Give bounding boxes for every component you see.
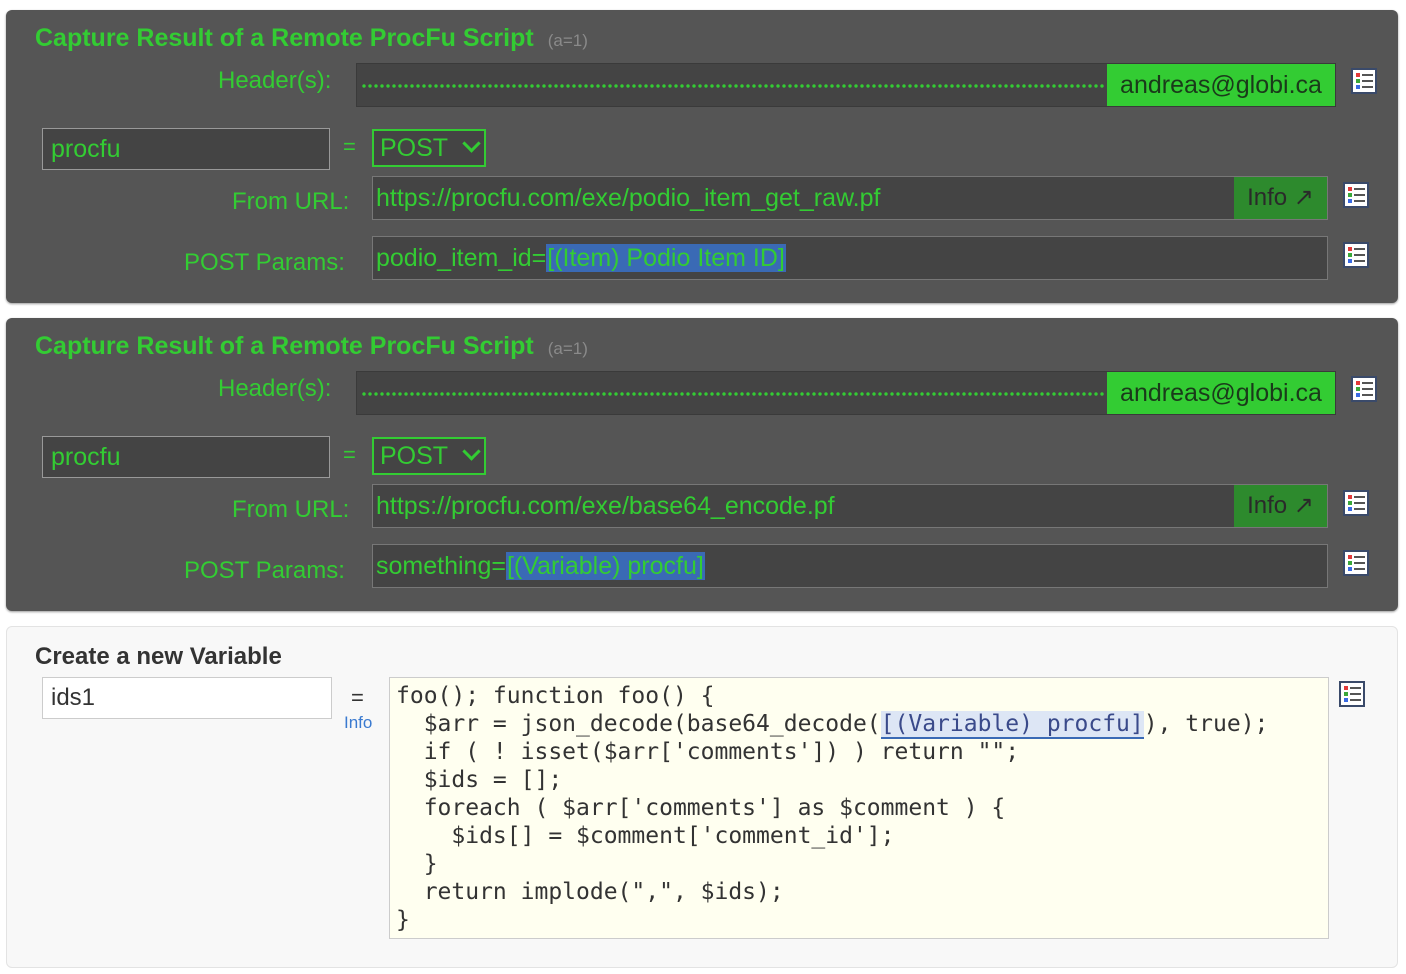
- method-select[interactable]: POST: [372, 437, 486, 475]
- method-select[interactable]: POST: [372, 129, 486, 167]
- post-params-label: POST Params:: [184, 249, 345, 276]
- post-params-value: podio_item_id=[(Item) Podio Item ID]: [376, 244, 786, 272]
- url-input[interactable]: https://procfu.com/exe/base64_encode.pf …: [372, 484, 1328, 528]
- panel-title: Capture Result of a Remote ProcFu Script…: [35, 332, 588, 360]
- chevron-down-icon: [462, 134, 481, 153]
- variable-name-input[interactable]: procfu: [42, 436, 330, 478]
- equals-sign: =: [343, 442, 356, 467]
- post-params-input[interactable]: something=[(Variable) procfu]: [372, 544, 1328, 588]
- info-label: Info: [1247, 492, 1288, 519]
- equals-sign: =: [351, 685, 364, 710]
- code-token[interactable]: [(Variable) procfu]: [880, 711, 1144, 739]
- equals-sign: =: [343, 134, 356, 159]
- url-value: https://procfu.com/exe/podio_item_get_ra…: [376, 184, 881, 212]
- info-button[interactable]: Info ↗: [1234, 485, 1327, 527]
- masked-header-dots: [361, 391, 1106, 397]
- remote-procfu-panel-1: Capture Result of a Remote ProcFu Script…: [6, 10, 1398, 303]
- param-token[interactable]: [(Item) Podio Item ID]: [546, 244, 786, 272]
- headers-label: Header(s):: [218, 67, 332, 94]
- info-label: Info: [1247, 184, 1288, 211]
- chevron-down-icon: [462, 442, 481, 461]
- header-email-badge: andreas@globi.ca: [1107, 64, 1335, 106]
- variable-name-input[interactable]: procfu: [42, 128, 330, 170]
- options-list-icon[interactable]: [1343, 490, 1369, 516]
- external-link-icon: ↗: [1293, 184, 1314, 211]
- panel-title: Capture Result of a Remote ProcFu Script…: [35, 24, 588, 52]
- url-input[interactable]: https://procfu.com/exe/podio_item_get_ra…: [372, 176, 1328, 220]
- headers-field[interactable]: andreas@globi.ca: [356, 63, 1336, 107]
- options-list-icon[interactable]: [1351, 68, 1377, 94]
- url-value: https://procfu.com/exe/base64_encode.pf: [376, 492, 835, 520]
- options-list-icon[interactable]: [1351, 376, 1377, 402]
- from-url-label: From URL:: [232, 496, 350, 523]
- options-list-icon[interactable]: [1343, 550, 1369, 576]
- code-editor[interactable]: foo(); function foo() { $arr = json_deco…: [389, 677, 1329, 939]
- external-link-icon: ↗: [1293, 492, 1314, 519]
- create-variable-panel: Create a new Variable ids1 = Info foo();…: [6, 626, 1398, 968]
- param-token[interactable]: [(Variable) procfu]: [505, 552, 705, 580]
- panel-subtitle: (a=1): [547, 339, 588, 358]
- panel-title: Create a new Variable: [35, 643, 282, 670]
- post-params-value: something=[(Variable) procfu]: [376, 552, 705, 580]
- code-content: foo(); function foo() { $arr = json_deco…: [396, 683, 1269, 933]
- from-url-label: From URL:: [232, 188, 350, 215]
- headers-label: Header(s):: [218, 375, 332, 402]
- options-list-icon[interactable]: [1343, 182, 1369, 208]
- options-list-icon[interactable]: [1343, 242, 1369, 268]
- headers-field[interactable]: andreas@globi.ca: [356, 371, 1336, 415]
- masked-header-dots: [361, 83, 1106, 89]
- post-params-input[interactable]: podio_item_id=[(Item) Podio Item ID]: [372, 236, 1328, 280]
- variable-name-input[interactable]: ids1: [42, 677, 332, 719]
- info-link[interactable]: Info: [344, 713, 373, 732]
- method-value: POST: [380, 442, 449, 470]
- info-button[interactable]: Info ↗: [1234, 177, 1327, 219]
- post-params-label: POST Params:: [184, 557, 345, 584]
- header-email-badge: andreas@globi.ca: [1107, 372, 1335, 414]
- method-value: POST: [380, 134, 449, 162]
- remote-procfu-panel-2: Capture Result of a Remote ProcFu Script…: [6, 318, 1398, 611]
- options-list-icon[interactable]: [1339, 681, 1365, 707]
- panel-subtitle: (a=1): [547, 31, 588, 50]
